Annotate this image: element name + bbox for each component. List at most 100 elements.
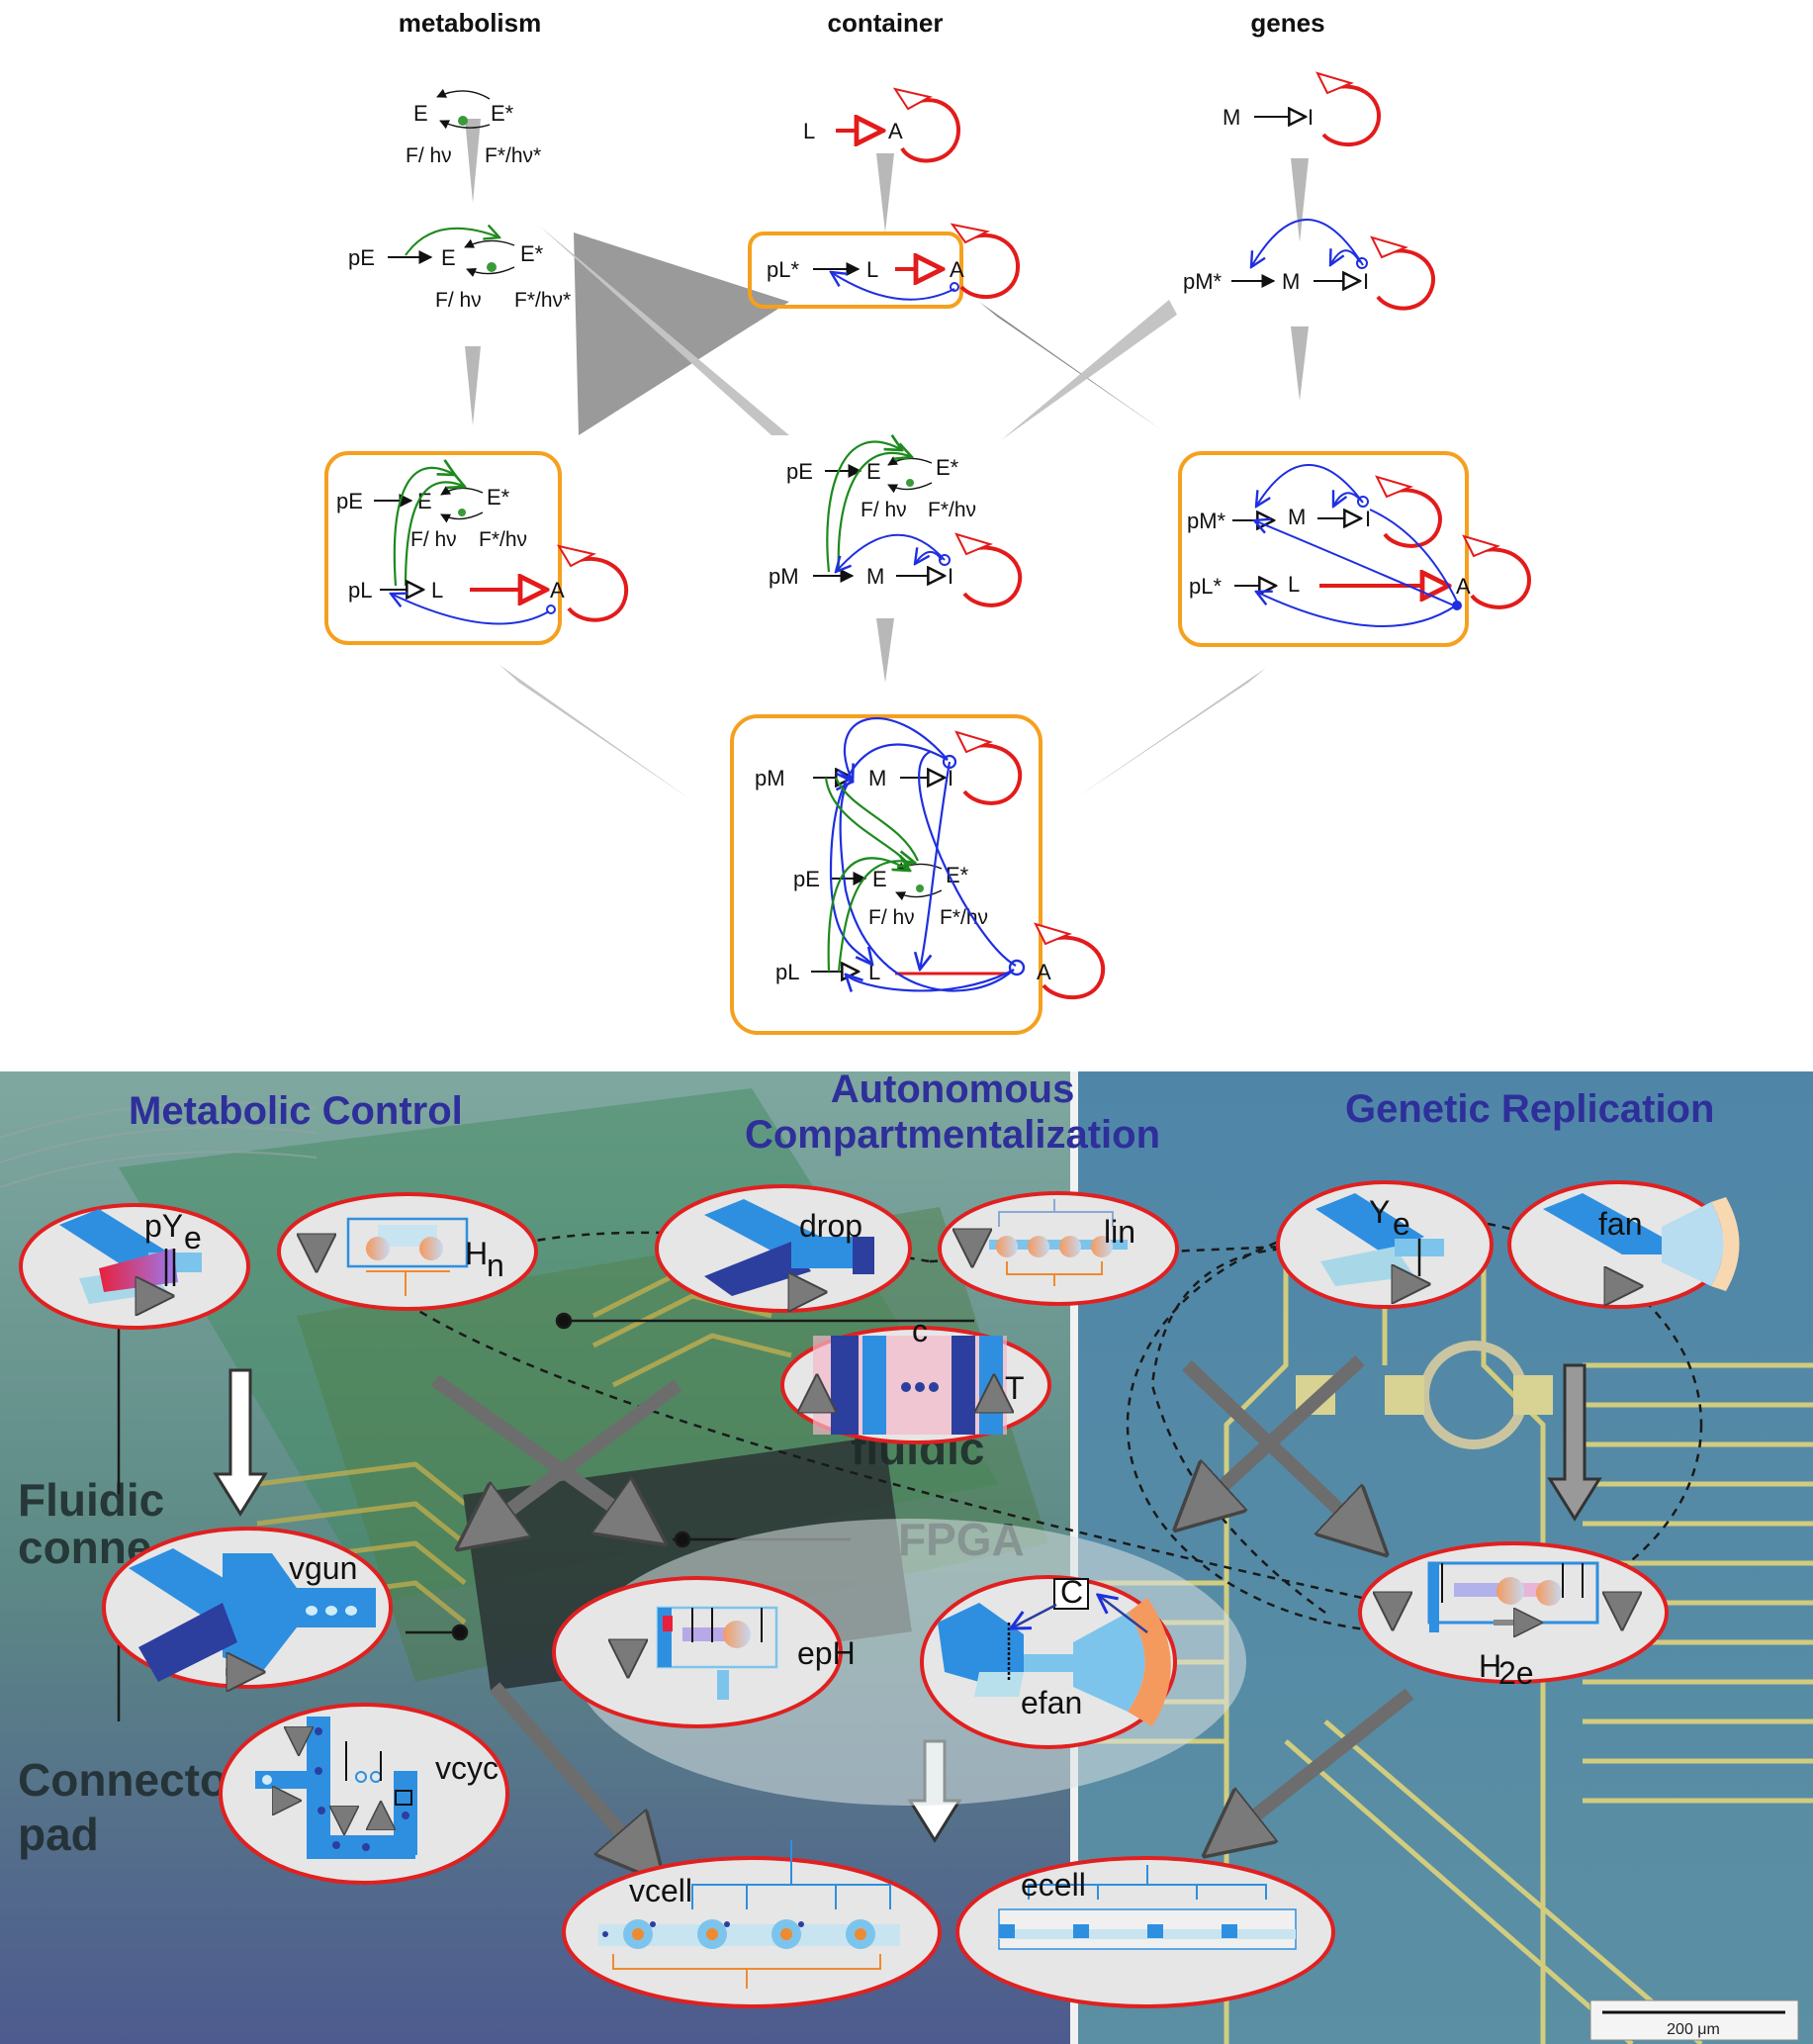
svg-text:F*/hν*: F*/hν* — [514, 289, 571, 312]
svg-text:pE: pE — [793, 867, 820, 891]
module-ecell[interactable]: ecell — [955, 1856, 1335, 2008]
svg-text:pM: pM — [769, 564, 799, 589]
container-boxed: pL* L A — [748, 223, 1021, 309]
genes-with-pM: pM* M I — [1183, 219, 1436, 311]
svg-text:T: T — [1005, 1370, 1025, 1406]
svg-text:A: A — [550, 578, 565, 603]
svg-text:H: H — [1479, 1648, 1501, 1684]
bg-fluidic-label: Fluidic — [18, 1474, 164, 1526]
network-diagram: metabolism container genes E E* F/ hν — [324, 8, 1531, 1035]
svg-text:pL*: pL* — [767, 257, 799, 282]
svg-text:pY: pY — [144, 1208, 183, 1244]
svg-text:pL*: pL* — [1189, 574, 1222, 599]
svg-text:F/ hν: F/ hν — [410, 528, 457, 551]
svg-text:F*/hν: F*/hν — [940, 906, 988, 929]
svg-text:A: A — [950, 257, 964, 282]
svg-text:drop: drop — [799, 1208, 862, 1244]
genes-core: M I — [1223, 71, 1382, 146]
module-efan[interactable]: C efan — [920, 1574, 1177, 1749]
svg-text:M: M — [1288, 505, 1306, 529]
module-vcyc[interactable]: vcyc — [219, 1703, 509, 1885]
section-metabolic-control: Metabolic Control — [129, 1089, 463, 1133]
module-Ye[interactable]: Y e — [1276, 1180, 1494, 1309]
module-fan[interactable]: fan — [1507, 1180, 1740, 1309]
svg-text:C: C — [1060, 1574, 1083, 1610]
svg-text:pad: pad — [18, 1809, 99, 1860]
svg-text:vcell: vcell — [629, 1873, 692, 1908]
svg-text:pE: pE — [336, 489, 363, 513]
svg-text:A: A — [888, 119, 903, 143]
svg-text:F/ hν: F/ hν — [435, 289, 482, 312]
svg-text:vcyc: vcyc — [435, 1750, 499, 1786]
svg-text:L: L — [803, 119, 815, 143]
protocell-full-box: pM M I pE E E* F/ hν F*/hν pL L A — [730, 714, 1106, 1035]
svg-text:M: M — [1282, 269, 1300, 294]
module-lin[interactable]: lin — [938, 1191, 1179, 1306]
module-c-T[interactable]: c T — [780, 1313, 1051, 1444]
svg-text:L: L — [866, 257, 878, 282]
species-E-star: E* — [491, 101, 514, 126]
module-Hn[interactable]: H n — [277, 1192, 538, 1311]
svg-text:L: L — [431, 578, 443, 603]
svg-text:vgun: vgun — [289, 1550, 357, 1586]
container-core: L A — [803, 87, 961, 163]
species-pE: pE — [348, 245, 375, 270]
column-title-metabolism: metabolism — [399, 8, 542, 38]
svg-text:F*/hν: F*/hν — [479, 528, 527, 551]
module-pYe[interactable]: pY e — [19, 1203, 250, 1330]
svg-text:200 μm: 200 μm — [1667, 2021, 1720, 2038]
svg-text:lin: lin — [1104, 1214, 1135, 1250]
module-drop[interactable]: drop — [655, 1184, 912, 1313]
metabolism-container-box: pE E E* F/ hν F*/hν pL L A — [324, 451, 629, 645]
svg-text:F/ hν: F/ hν — [868, 906, 915, 929]
svg-text:e: e — [1393, 1206, 1410, 1242]
svg-text:pM: pM — [755, 766, 785, 790]
svg-text:e: e — [184, 1220, 202, 1255]
svg-text:c: c — [912, 1313, 928, 1348]
svg-text:M: M — [1223, 105, 1240, 130]
svg-text:I: I — [1363, 269, 1369, 294]
module-H2e[interactable]: H 2e — [1358, 1541, 1669, 1691]
svg-text:A: A — [1456, 574, 1471, 599]
module-vgun[interactable]: vgun — [102, 1527, 393, 1687]
metabolism-genes: pE E E* F/ hν F*/hν pM M I — [769, 442, 1023, 607]
bg-connector-label: Connecto — [18, 1754, 227, 1806]
svg-text:A: A — [1037, 960, 1051, 984]
svg-text:pL: pL — [348, 578, 372, 603]
metabolism-with-pE: pE E E* F/ hν F*/hν* — [348, 229, 571, 312]
svg-text:L: L — [1288, 572, 1300, 597]
species-E: E — [413, 101, 428, 126]
svg-text:I: I — [948, 564, 953, 589]
section-genetic-replication: Genetic Replication — [1345, 1087, 1714, 1131]
column-title-genes: genes — [1250, 8, 1324, 38]
svg-text:F/ hν: F/ hν — [861, 499, 907, 521]
svg-text:fan: fan — [1598, 1206, 1642, 1242]
svg-text:M: M — [866, 564, 884, 589]
section-compartmentalization: Compartmentalization — [745, 1113, 1160, 1157]
svg-text:pM*: pM* — [1187, 509, 1226, 533]
svg-text:I: I — [1365, 507, 1371, 531]
svg-text:pE: pE — [786, 459, 813, 484]
module-vcell[interactable]: vcell — [562, 1840, 942, 2008]
genes-container-box: pM* M I pL* L A — [1178, 451, 1531, 647]
column-title-container: container — [827, 8, 943, 38]
svg-text:E: E — [872, 867, 887, 891]
species-F-star-hv: F*/hν* — [485, 144, 541, 167]
svg-text:E: E — [441, 245, 456, 270]
scale-bar: 200 μm — [1589, 1999, 1799, 2041]
svg-text:I: I — [1308, 105, 1314, 130]
svg-text:M: M — [868, 766, 886, 790]
svg-text:I: I — [948, 766, 953, 790]
svg-text:pL: pL — [775, 960, 799, 984]
svg-text:H: H — [465, 1236, 488, 1271]
electrode-background — [1078, 1247, 1813, 2044]
svg-text:E*: E* — [936, 455, 959, 480]
svg-text:2e: 2e — [1498, 1655, 1534, 1691]
svg-text:E*: E* — [487, 485, 510, 510]
svg-text:pM*: pM* — [1183, 269, 1223, 294]
svg-text:ecell: ecell — [1021, 1867, 1086, 1903]
species-F-hv: F/ hν — [406, 144, 452, 167]
section-autonomous: Autonomous — [831, 1068, 1075, 1111]
module-epH[interactable]: epH — [552, 1576, 856, 1728]
